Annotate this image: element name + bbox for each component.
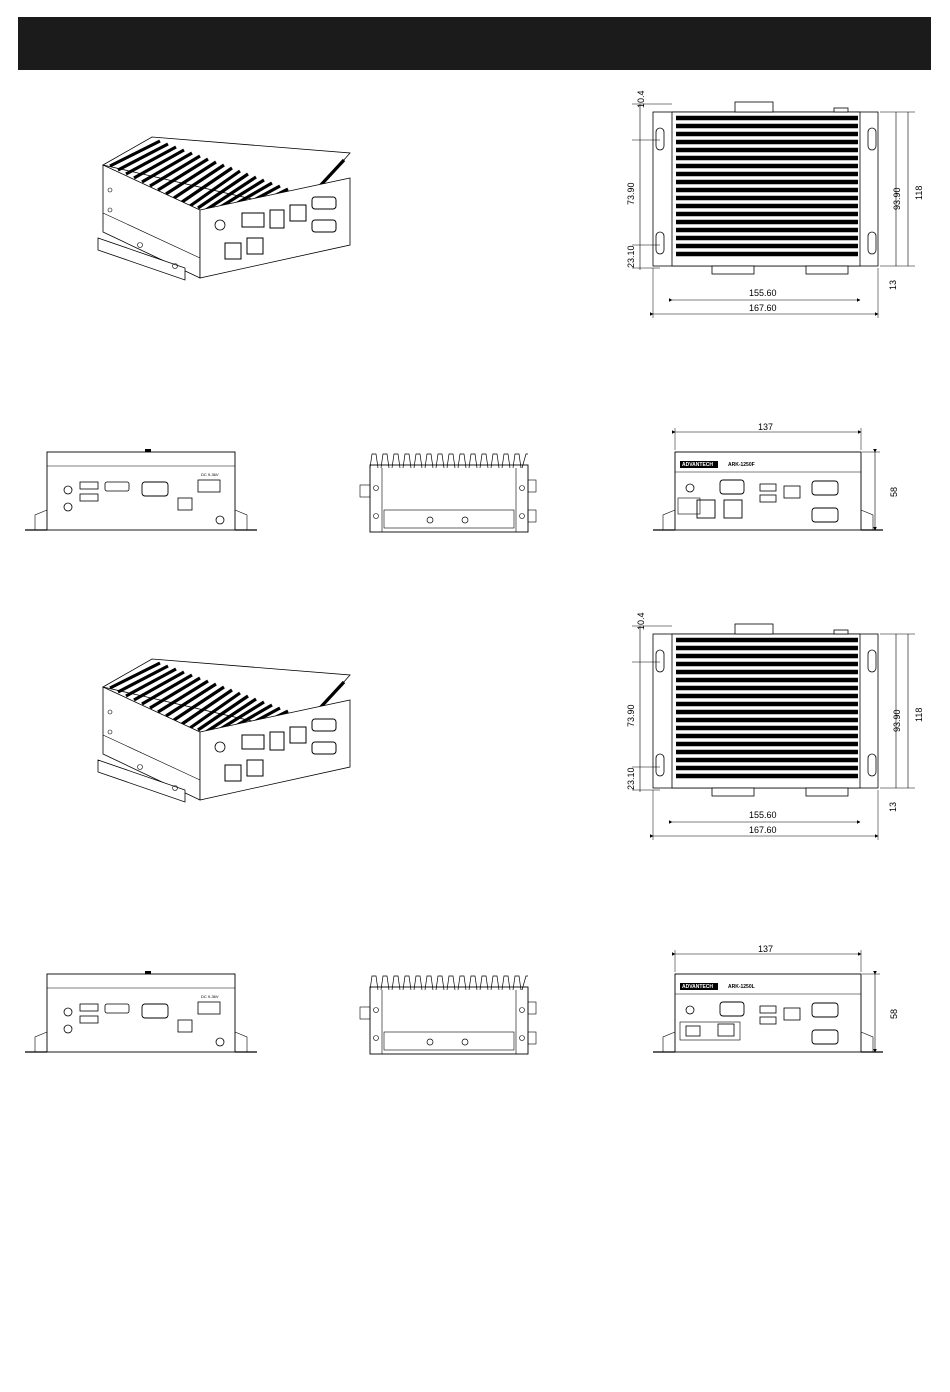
top-view-1: 10.4 73.90 23.10 93.90 118 13 155.60 167… (626, 90, 924, 318)
dc-input-label: DC 9-36V (201, 472, 219, 477)
brand-label: ADVANTECH (682, 462, 713, 468)
brand-label: ADVANTECH (682, 984, 713, 990)
dim-93-90: 93.90 (892, 187, 902, 210)
dim-118: 118 (914, 186, 924, 200)
side-view-1 (360, 454, 536, 532)
rear-view-2: DC 9-36V (25, 971, 257, 1052)
dim-23-10: 23.10 (626, 245, 636, 268)
dim-58: 58 (889, 1009, 899, 1019)
dim-73-90: 73.90 (626, 704, 636, 727)
isometric-view-2 (98, 659, 350, 802)
dim-10-4: 10.4 (636, 90, 646, 108)
dim-13: 13 (888, 802, 898, 812)
dim-155-60: 155.60 (749, 810, 777, 820)
dim-93-90: 93.90 (892, 709, 902, 732)
front-view-1: ADVANTECH ARK-1250F 137 58 (653, 422, 899, 530)
dim-155-60: 155.60 (749, 288, 777, 298)
dim-167-60: 167.60 (749, 303, 777, 313)
top-view-2: 10.4 73.90 23.10 93.90 118 13 155.60 167… (626, 612, 924, 840)
rear-view-1: DC 9-36V (25, 449, 257, 530)
dc-input-label: DC 9-36V (201, 994, 219, 999)
dim-167-60: 167.60 (749, 825, 777, 835)
dim-137: 137 (758, 422, 773, 432)
dim-10-4: 10.4 (636, 612, 646, 630)
dim-58: 58 (889, 487, 899, 497)
dim-23-10: 23.10 (626, 767, 636, 790)
dim-13: 13 (888, 280, 898, 290)
dim-137: 137 (758, 944, 773, 954)
model-label: ARK-1250L (728, 984, 755, 990)
model-label: ARK-1250F (728, 462, 755, 468)
dim-73-90: 73.90 (626, 182, 636, 205)
front-view-2: ADVANTECH ARK-1250L 137 58 (653, 944, 899, 1052)
isometric-view-1 (98, 137, 350, 280)
dim-118: 118 (914, 708, 924, 722)
side-view-2 (360, 976, 536, 1054)
